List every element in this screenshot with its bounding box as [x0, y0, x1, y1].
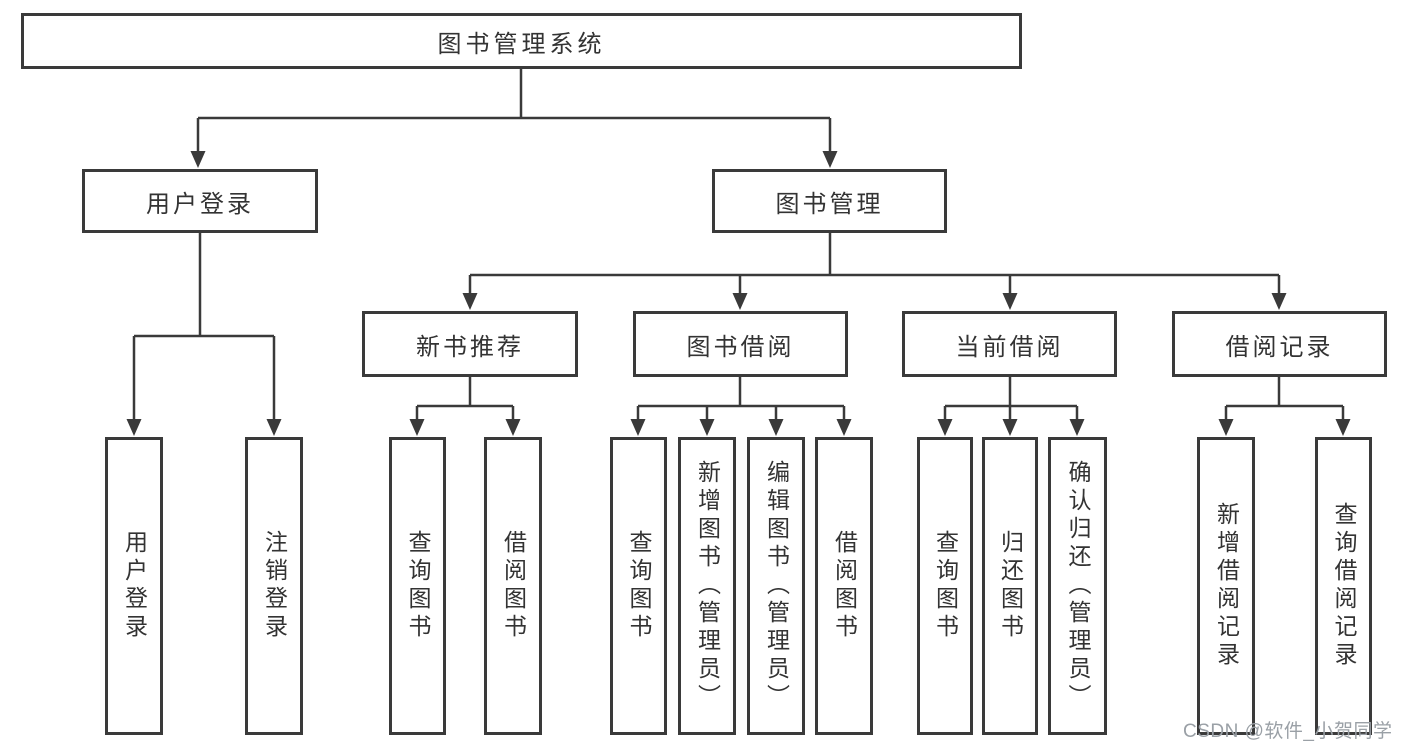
leaf-logout: 注销登录	[245, 437, 303, 735]
leaf-borrow-books-recommend-label: 借阅图书	[500, 530, 527, 642]
leaf-query-books-borrow: 查询图书	[610, 437, 667, 735]
node-current-borrow-label: 当前借阅	[955, 333, 1064, 361]
leaf-user-login: 用户登录	[105, 437, 163, 735]
leaf-add-book-admin-label: 新增图书（管理员）	[694, 460, 721, 712]
leaf-return-books-label: 归还图书	[997, 530, 1024, 642]
leaf-query-books-recommend-label: 查询图书	[405, 530, 431, 642]
node-book-management-label: 图书管理	[775, 190, 884, 218]
leaf-borrow-books-recommend: 借阅图书	[484, 437, 542, 735]
leaf-add-borrow-record-label: 新增借阅记录	[1213, 502, 1240, 670]
node-book-borrow-label: 图书借阅	[686, 333, 795, 361]
leaf-add-borrow-record: 新增借阅记录	[1197, 437, 1255, 735]
leaf-logout-label: 注销登录	[261, 530, 288, 642]
csdn-watermark: CSDN @软件_小贺同学	[1183, 721, 1393, 742]
leaf-query-borrow-record: 查询借阅记录	[1315, 437, 1372, 735]
leaf-query-books-current-label: 查询图书	[932, 530, 959, 642]
arrowheads	[126, 151, 1351, 436]
leaf-query-books-borrow-label: 查询图书	[626, 530, 652, 642]
node-user-login: 用户登录	[82, 169, 318, 233]
node-book-management: 图书管理	[712, 169, 947, 233]
node-borrow-records: 借阅记录	[1172, 311, 1387, 377]
leaf-borrow-books-label: 借阅图书	[831, 530, 858, 642]
node-borrow-records-label: 借阅记录	[1225, 333, 1334, 361]
node-book-borrow: 图书借阅	[633, 311, 848, 377]
node-new-book-recommend: 新书推荐	[362, 311, 578, 377]
leaf-edit-book-admin-label: 编辑图书（管理员）	[763, 460, 790, 712]
node-new-book-recommend-label: 新书推荐	[416, 333, 524, 361]
node-user-login-label: 用户登录	[146, 190, 254, 218]
leaf-user-login-label: 用户登录	[121, 530, 148, 642]
leaf-query-books-recommend: 查询图书	[389, 437, 446, 735]
tree-edges	[132, 69, 1345, 419]
leaf-edit-book-admin: 编辑图书（管理员）	[747, 437, 805, 735]
node-root: 图书管理系统	[21, 13, 1022, 69]
leaf-confirm-return-admin: 确认归还（管理员）	[1048, 437, 1107, 735]
node-current-borrow: 当前借阅	[902, 311, 1117, 377]
leaf-query-books-current: 查询图书	[917, 437, 973, 735]
leaf-add-book-admin: 新增图书（管理员）	[678, 437, 736, 735]
node-root-label: 图书管理系统	[437, 30, 606, 58]
leaf-borrow-books: 借阅图书	[815, 437, 873, 735]
leaf-query-borrow-record-label: 查询借阅记录	[1331, 502, 1357, 670]
leaf-return-books: 归还图书	[982, 437, 1038, 735]
leaf-confirm-return-admin-label: 确认归还（管理员）	[1065, 460, 1091, 712]
